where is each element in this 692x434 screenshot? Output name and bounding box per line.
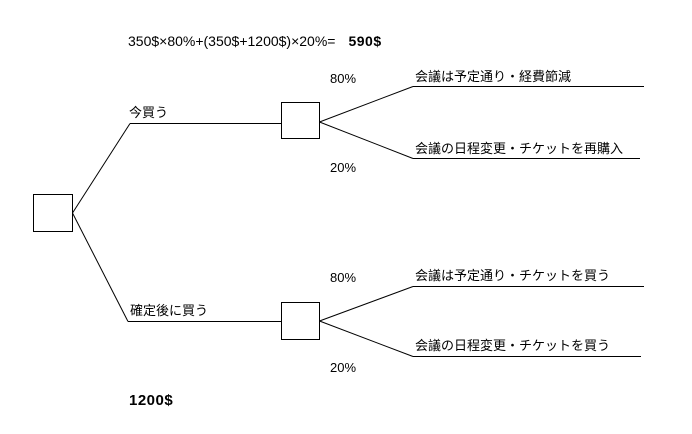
branch-line-buy-now-diagonal bbox=[72, 123, 131, 214]
branch-label-buy-after-confirmation: 確定後に買う bbox=[130, 303, 209, 318]
outcome-label-schedule-change-buy-ticket: 会議の日程変更・チケットを買う bbox=[415, 338, 611, 353]
probability-bottom-20: 20% bbox=[330, 360, 357, 375]
expected-value-formula: 350$×80%+(350$+1200$)×20%= 590$ bbox=[128, 33, 382, 50]
formula-expression: 350$×80%+(350$+1200$)×20%= bbox=[128, 33, 336, 49]
outcome-label-schedule-change-rebuy-ticket: 会議の日程変更・チケットを再購入 bbox=[415, 141, 624, 156]
branch-label-buy-now: 今買う bbox=[129, 105, 169, 120]
chance-node-bottom bbox=[281, 302, 320, 340]
outcome-label-meeting-on-schedule-buy-ticket: 会議は予定通り・チケットを買う bbox=[415, 268, 611, 283]
outcome-line-bottom-20-diagonal bbox=[319, 320, 414, 357]
root-decision-node bbox=[33, 194, 73, 232]
probability-top-20: 20% bbox=[330, 160, 357, 175]
chance-node-top bbox=[281, 102, 320, 139]
buy-later-cost-value: 1200$ bbox=[129, 392, 174, 409]
probability-top-80: 80% bbox=[330, 71, 357, 86]
outcome-line-top-20-diagonal bbox=[319, 121, 414, 159]
outcome-label-meeting-on-schedule-cost-saving: 会議は予定通り・経費節減 bbox=[415, 69, 572, 84]
outcome-line-top-80-diagonal bbox=[319, 86, 414, 123]
formula-result: 590$ bbox=[348, 33, 382, 49]
outcome-line-bottom-80-diagonal bbox=[319, 286, 414, 322]
probability-bottom-80: 80% bbox=[330, 270, 357, 285]
branch-line-buy-later-diagonal bbox=[72, 212, 129, 322]
